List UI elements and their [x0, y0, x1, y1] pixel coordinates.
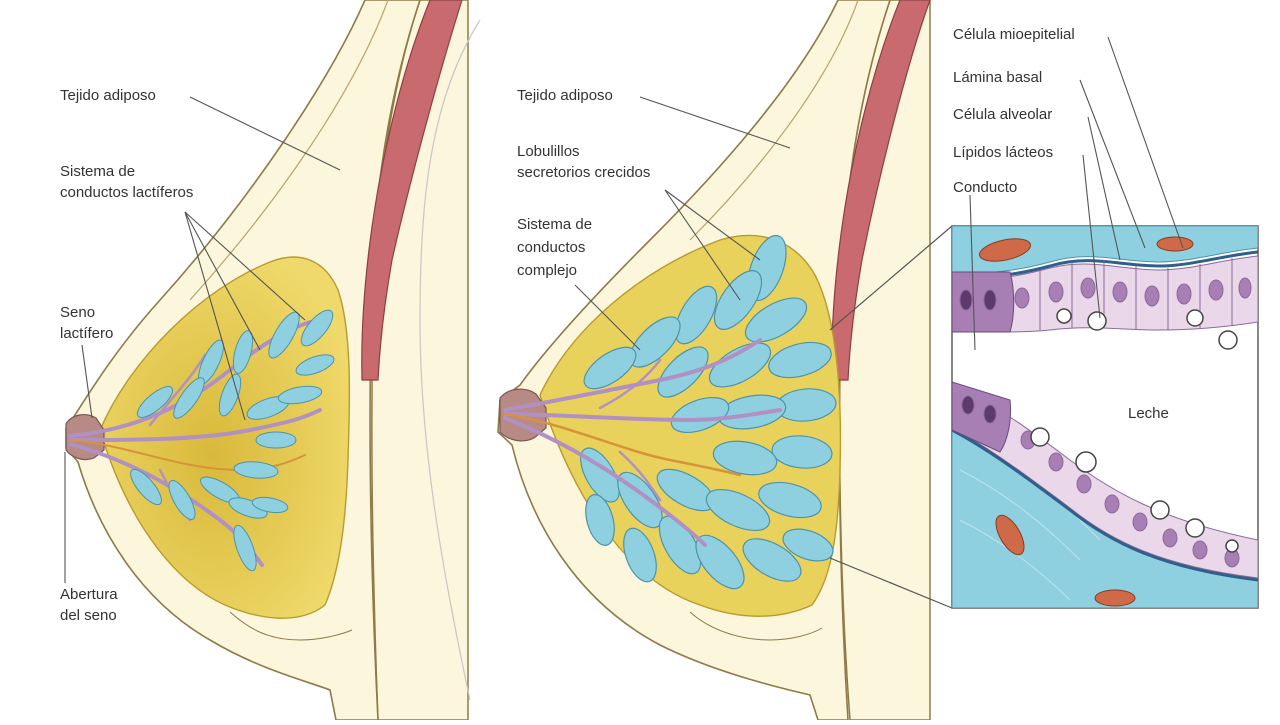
inset-rbc-bottom-1 — [995, 514, 1025, 556]
inset-duct-cells-top — [952, 271, 1015, 333]
left-lobules — [130, 309, 335, 572]
inset-rbc-top-2 — [1156, 236, 1194, 252]
middle-duct-system — [503, 338, 782, 547]
middle-lobules — [580, 234, 837, 590]
left-nipple — [65, 414, 105, 461]
inset-connector-bottom — [829, 557, 953, 609]
inset-rbc-bottom-2 — [1094, 589, 1136, 607]
inset-basal-lamina-bottom — [952, 428, 1258, 582]
label-middle-lobulillos-1: Lobulillos — [517, 143, 580, 160]
middle-skin-edge-line — [419, 19, 481, 701]
inset-top-cells — [959, 258, 1252, 330]
left-lower-fat — [229, 611, 353, 641]
label-left-sistema-1: Sistema de — [60, 163, 136, 180]
label-left-seno-1: Seno — [60, 304, 96, 321]
label-middle-sistema-1: Sistema de — [517, 216, 593, 233]
middle-lower-fat — [689, 611, 823, 641]
leader-lines — [64, 36, 1184, 583]
inset-connector-top — [829, 225, 953, 331]
label-lamina-basal: Lámina basal — [953, 69, 1043, 86]
label-left-abertura-1: Abertura — [60, 586, 118, 603]
label-middle-sistema-2: conductos — [517, 239, 586, 256]
left-subcutaneous-line — [189, 0, 389, 301]
left-breast — [65, 0, 469, 721]
label-left-sistema-2: conductos lactíferos — [60, 184, 194, 201]
inset-bottom-cells — [961, 395, 1240, 568]
label-conducto: Conducto — [953, 179, 1018, 196]
left-pectoral-muscle — [361, 0, 463, 381]
inset-lipid-droplets-top — [1056, 308, 1238, 350]
label-middle-sistema-3: complejo — [517, 262, 578, 279]
label-left-tejido-adiposo: Tejido adiposo — [60, 87, 156, 104]
inset-top-epithelium — [952, 255, 1258, 333]
middle-subcutaneous-line — [689, 0, 859, 241]
middle-breast — [419, 0, 931, 721]
inset-lipid-droplets-bottom — [1030, 427, 1239, 553]
label-left-abertura-2: del seno — [60, 607, 117, 624]
alveolus-inset — [829, 225, 1259, 609]
inset-rbc-top-1 — [978, 238, 1032, 262]
label-left-seno-2: lactífero — [60, 325, 114, 342]
label-middle-lobulillos-2: secretorios crecidos — [517, 164, 651, 181]
label-lipidos-lacteos: Lípidos lácteos — [953, 144, 1054, 161]
label-celula-alveolar: Célula alveolar — [953, 106, 1053, 123]
middle-pectoral-muscle — [831, 0, 931, 381]
label-middle-tejido-adiposo: Tejido adiposo — [517, 87, 613, 104]
label-celula-mioepitelial: Célula mioepitelial — [953, 26, 1075, 43]
label-leche: Leche — [1128, 405, 1169, 422]
